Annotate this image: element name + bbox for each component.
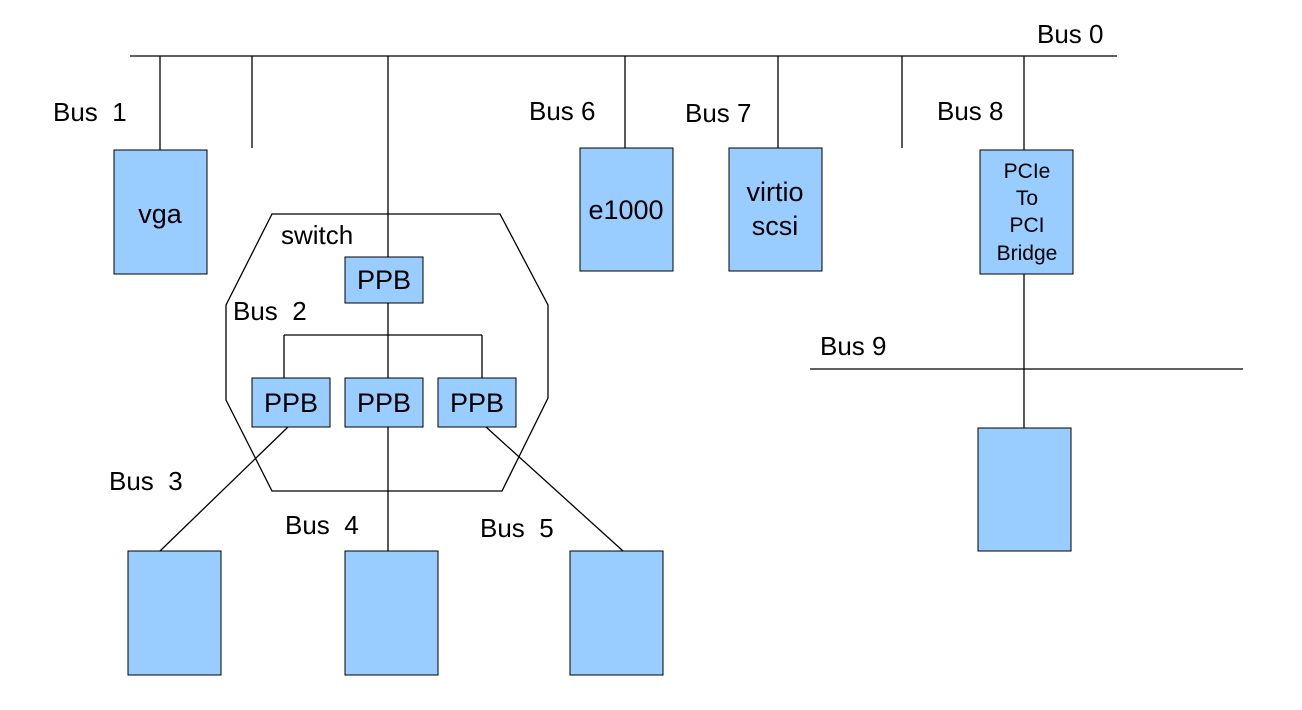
bus4-endpoint-device <box>344 550 439 676</box>
bus3-endpoint-device <box>127 550 222 676</box>
bus8-label: Bus 8 <box>937 96 1004 126</box>
switch-outline <box>225 213 549 492</box>
virtio-label-line2: scsi <box>752 211 799 241</box>
ppb-left-label: PPB <box>264 388 318 418</box>
bus5-link <box>485 426 624 552</box>
bus7-label: Bus 7 <box>685 98 752 128</box>
bridge-label-line4: Bridge <box>997 242 1058 265</box>
bridge-label-line3: PCI <box>1009 214 1044 237</box>
bridge-label-line2: To <box>1016 187 1038 210</box>
virtio-label-line1: virtio <box>746 177 803 207</box>
bridge-label-line1: PCIe <box>1004 160 1051 183</box>
bus5-label: Bus 5 <box>480 513 554 543</box>
bus1-label: Bus 1 <box>53 97 127 127</box>
bus2-label: Bus 2 <box>233 296 307 326</box>
vga-device <box>113 149 208 275</box>
bus0-label: Bus 0 <box>1037 19 1104 49</box>
bus6-label: Bus 6 <box>529 96 596 126</box>
virtio-scsi-device <box>728 147 823 272</box>
bus9-label: Bus 9 <box>820 331 887 361</box>
bus5-endpoint-device <box>569 550 664 676</box>
ppb-left-device <box>251 377 331 428</box>
e1000-label: e1000 <box>588 195 663 225</box>
ppb-upstream-device <box>344 256 424 304</box>
bus3-link <box>159 426 289 552</box>
ppb-upstream-label: PPB <box>357 265 411 295</box>
ppb-middle-device <box>344 377 424 428</box>
bus9-endpoint-device <box>977 427 1072 552</box>
ppb-right-device <box>437 377 517 428</box>
switch-label: switch <box>281 220 353 250</box>
pcie-to-pci-bridge-device <box>979 149 1074 275</box>
bus3-label: Bus 3 <box>109 466 183 496</box>
ppb-middle-label: PPB <box>357 388 411 418</box>
bus4-label: Bus 4 <box>285 510 359 540</box>
ppb-right-label: PPB <box>450 388 504 418</box>
e1000-device <box>579 147 674 272</box>
vga-label: vga <box>138 199 183 229</box>
